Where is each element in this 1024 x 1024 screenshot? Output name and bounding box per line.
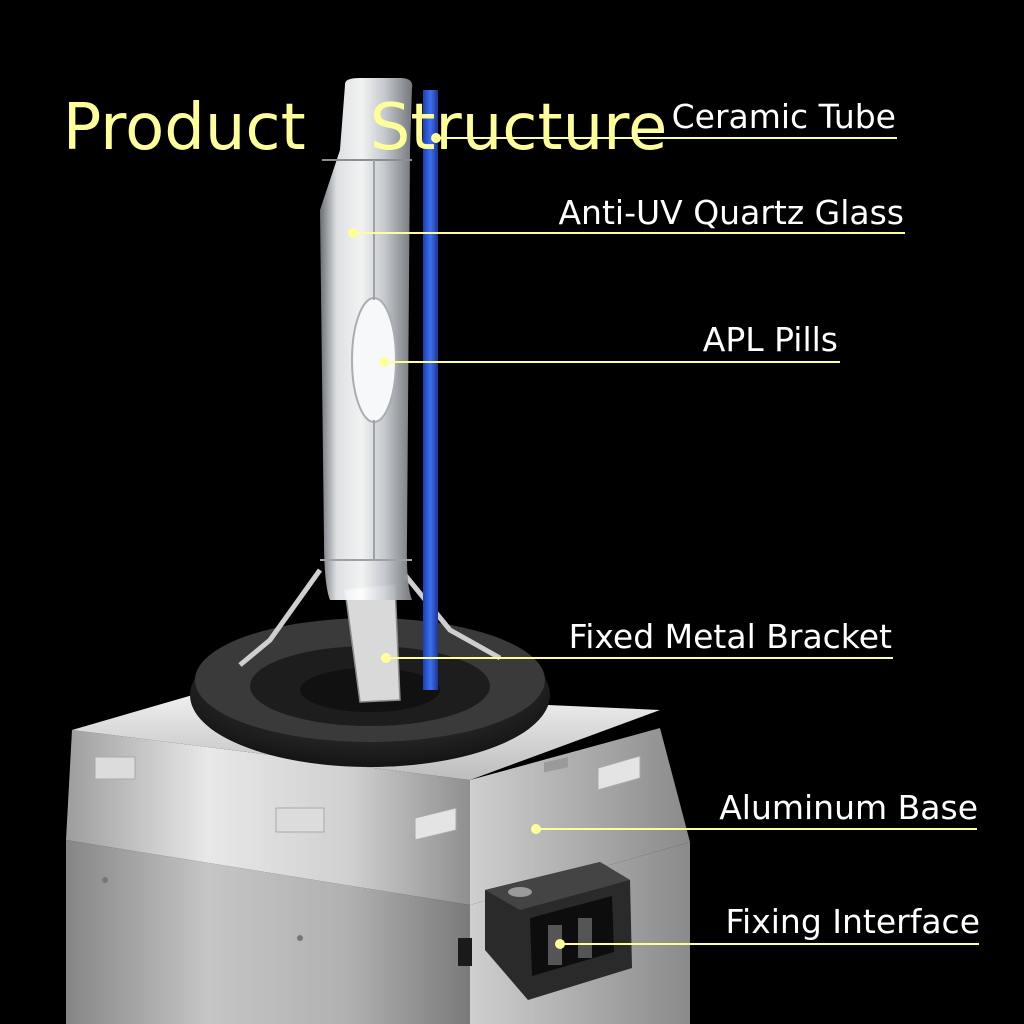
label-ceramic-tube: Ceramic Tube xyxy=(671,97,896,136)
label-apl-pills: APL Pills xyxy=(702,320,838,359)
title-word-structure: Structure xyxy=(369,91,668,165)
fixed-metal-bracket xyxy=(238,568,502,703)
title-word-product: Product xyxy=(62,91,306,165)
label-fixing-interface: Fixing Interface xyxy=(725,902,980,941)
quartz-glass-bulb xyxy=(320,78,413,600)
label-aluminum-base: Aluminum Base xyxy=(719,788,978,827)
label-fixed-metal-bracket: Fixed Metal Bracket xyxy=(568,617,892,656)
ceramic-tube xyxy=(423,90,438,690)
label-anti-uv-quartz-glass: Anti-UV Quartz Glass xyxy=(558,193,904,232)
page-title: Product Structure xyxy=(22,8,668,168)
fixing-interface xyxy=(485,757,632,1000)
leader-lines xyxy=(348,133,979,949)
